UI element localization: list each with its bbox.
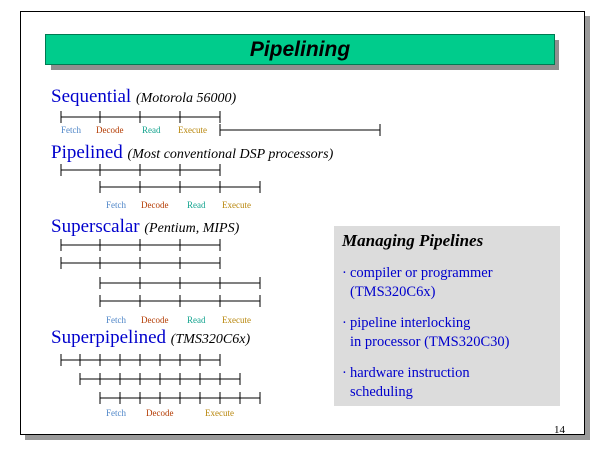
bullet-dot-icon: · [342, 315, 347, 331]
timing-row-pipelined [60, 164, 221, 176]
bullet-line-2: (TMS320C6x) [350, 284, 436, 300]
timing-row-superpipelined [99, 392, 261, 404]
stage-label-fetch: Fetch [106, 200, 126, 210]
heading-subtitle: (Pentium, MIPS) [144, 221, 240, 236]
heading-text: Pipelined [51, 142, 123, 163]
heading-subtitle: (Most conventional DSP processors) [127, 147, 334, 162]
timing-row-superscalar [60, 257, 221, 269]
slide-title: Pipelining [249, 38, 351, 61]
stage-label-fetch: Fetch [106, 408, 126, 418]
stage-label-read: Read [187, 200, 206, 210]
stage-label-decode: Decode [141, 200, 169, 210]
stage-label-read: Read [142, 125, 161, 135]
stage-label-execute: Execute [205, 408, 234, 418]
bullet-item: ·compiler or programmer (TMS320C6x) [342, 264, 493, 302]
bullet-line-1: hardware instruction [350, 365, 470, 381]
title-bar: Pipelining [45, 34, 555, 65]
timing-row-superpipelined [60, 354, 221, 366]
timing-row-superscalar [99, 277, 261, 289]
bullet-dot-icon: · [342, 365, 347, 381]
bullet-line-1: pipeline interlocking [350, 315, 471, 331]
bullet-item: ·pipeline interlocking in processor (TMS… [342, 314, 510, 352]
heading-subtitle: (TMS320C6x) [170, 332, 251, 347]
heading-text: Sequential [51, 86, 132, 107]
heading-text: Superpipelined [51, 327, 167, 348]
stage-label-decode: Decode [141, 315, 169, 325]
heading-text: Superscalar [51, 216, 140, 237]
section-heading-superscalar: Superscalar (Pentium, MIPS) [51, 216, 239, 238]
box-title: Managing Pipelines [342, 231, 484, 250]
stage-label-execute: Execute [222, 315, 251, 325]
bullet-dot-icon: · [342, 265, 347, 281]
bullet-item: ·hardware instruction scheduling [342, 364, 470, 402]
stage-label-read: Read [187, 315, 206, 325]
stage-label-fetch: Fetch [106, 315, 126, 325]
section-heading-superpipelined: Superpipelined (TMS320C6x) [51, 327, 250, 349]
page-number: 14 [554, 424, 565, 436]
heading-subtitle: (Motorola 56000) [135, 91, 237, 106]
stage-label-decode: Decode [146, 408, 174, 418]
stage-label-decode: Decode [96, 125, 124, 135]
section-heading-pipelined: Pipelined (Most conventional DSP process… [51, 142, 333, 164]
stage-label-execute: Execute [178, 125, 207, 135]
bullet-line-2: scheduling [350, 384, 413, 400]
timing-row-sequential [60, 111, 221, 123]
timing-row-pipelined [99, 181, 261, 193]
stage-label-execute: Execute [222, 200, 251, 210]
timing-row-superscalar [60, 239, 221, 251]
timing-row-superscalar [99, 295, 261, 307]
bullet-line-2: in processor (TMS320C30) [350, 334, 510, 350]
bullet-line-1: compiler or programmer [350, 265, 493, 281]
stage-label-fetch: Fetch [61, 125, 81, 135]
section-heading-sequential: Sequential (Motorola 56000) [51, 86, 236, 108]
managing-pipelines-box: Managing Pipelines ·compiler or programm… [334, 226, 560, 406]
timing-row-superpipelined [79, 373, 241, 385]
timing-row-sequential [219, 124, 381, 136]
